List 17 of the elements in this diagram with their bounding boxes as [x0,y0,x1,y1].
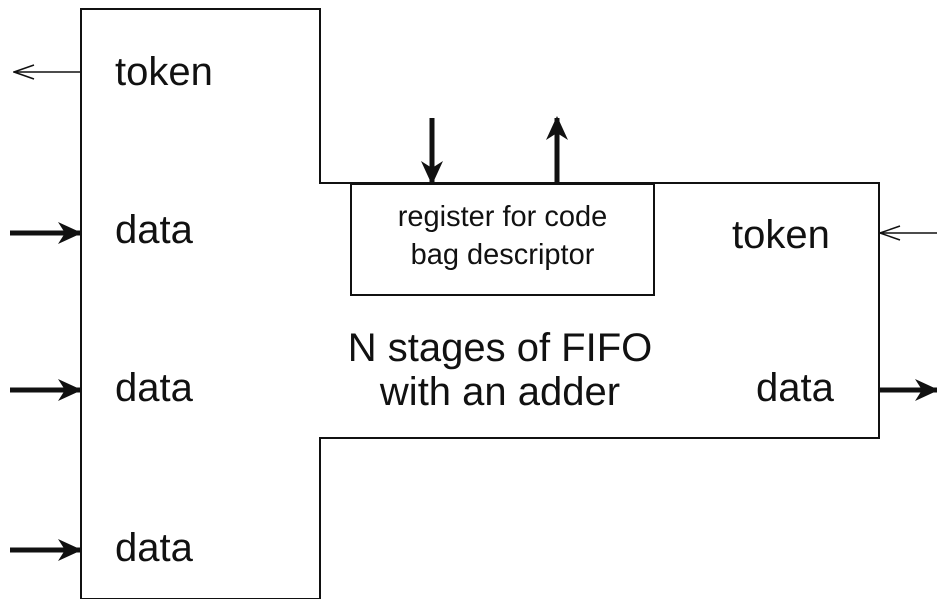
register-label: register for code bag descriptor [396,200,608,273]
block-label: N stages of FIFO with an adder [346,326,654,414]
register-box [350,183,655,296]
port-label: data [115,526,193,570]
port-label: data [115,208,193,252]
port-label: token [115,50,213,94]
arrow [13,64,80,80]
port-label: data [115,366,193,410]
arrow [546,116,568,183]
port-label: data [756,366,834,410]
arrow [880,379,937,401]
arrow [421,118,443,185]
arrow [10,222,82,244]
port-label: token [732,213,830,257]
arrow [879,225,937,241]
arrow [10,539,82,561]
arrow [10,379,82,401]
